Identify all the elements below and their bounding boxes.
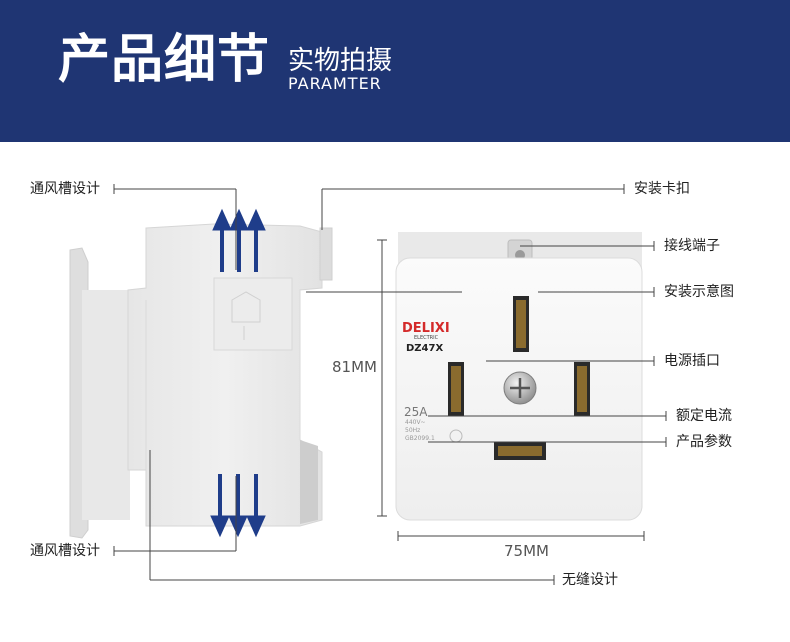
spec-frequency: 50Hz [405,427,421,434]
page-subtitle-cn: 实物拍摄 [288,46,393,76]
callout-product-params: 产品参数 [676,434,732,450]
brand-logo: DELIXI [402,321,450,336]
model-number: DZ47X [406,343,444,354]
header-banner: 产品细节 实物拍摄 PARAMTER [0,0,790,142]
vent-arrows-top [212,208,266,272]
callout-vent-top: 通风槽设计 [30,181,100,197]
callout-seamless: 无缝设计 [562,572,618,588]
width-dimension: 75MM [504,542,549,560]
callout-terminal: 接线端子 [664,238,720,254]
callout-power-socket: 电源插口 [664,353,720,369]
spec-standard: GB2099.1 [405,435,435,442]
vent-arrows-bottom [210,474,266,538]
brand-subtitle: ELECTRIC [414,335,439,341]
side-view-module [69,223,333,539]
spec-voltage: 440V~ [405,419,426,426]
height-dimension: 81MM [332,358,377,376]
dimension-lines [377,239,645,541]
page-subtitle-en: PARAMTER [288,74,382,93]
callout-lines [113,184,667,585]
callout-install-diagram: 安装示意图 [664,284,734,300]
callout-vent-bottom: 通风槽设计 [30,543,100,559]
rating-label: 25A [404,405,428,419]
callout-mount-clip: 安装卡扣 [634,181,690,197]
callout-rated-current: 额定电流 [676,408,732,424]
page-title: 产品细节 [58,30,271,90]
front-view-socket [395,232,643,521]
